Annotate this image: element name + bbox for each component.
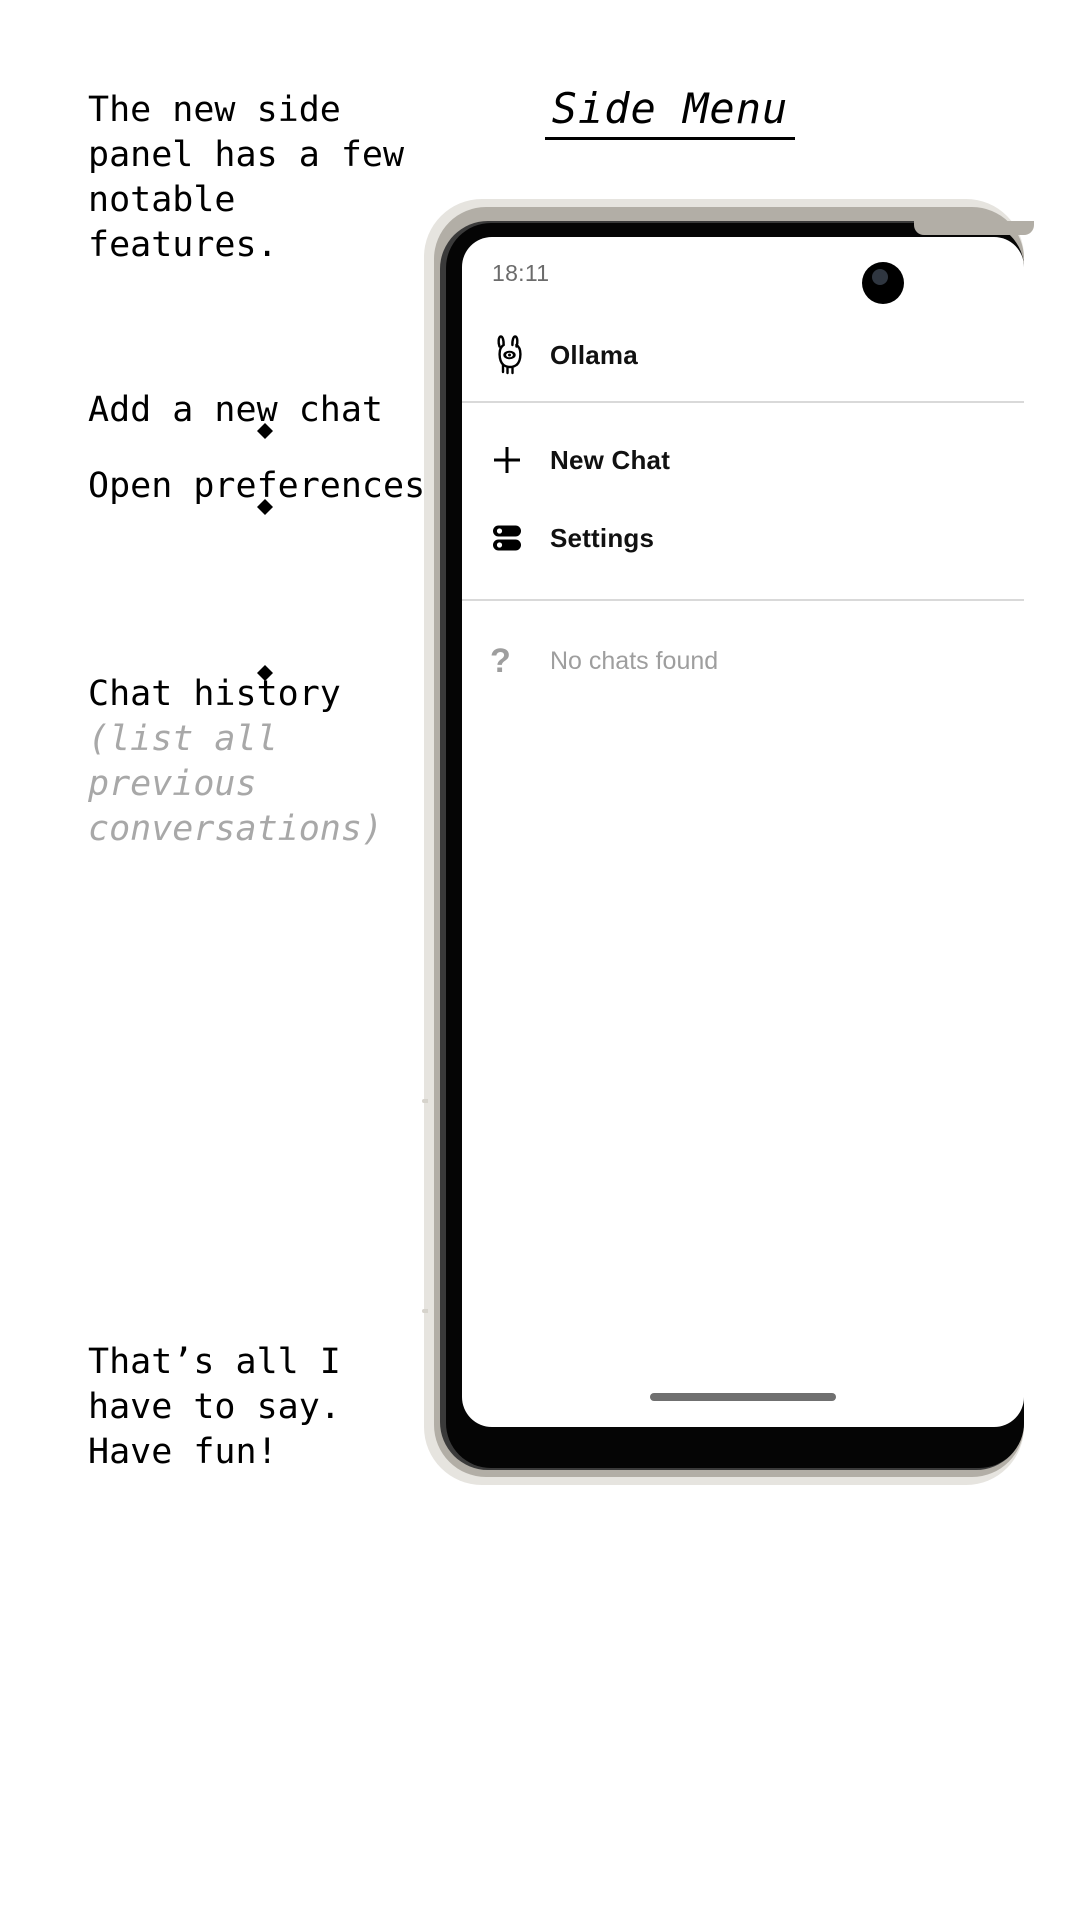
menu-item-new-chat-label: New Chat	[550, 444, 671, 475]
menu-item-settings-label: Settings	[550, 522, 655, 553]
page-title: Side Menu	[545, 84, 795, 140]
phone-screen: 18:11	[462, 237, 1024, 1427]
annotation-intro: The new side panel has a few notable fea…	[88, 90, 405, 265]
front-camera-icon	[862, 262, 904, 304]
app-title: Ollama	[550, 339, 638, 370]
chat-history-empty-row: ? No chats found	[462, 631, 1024, 691]
status-bar-time: 18:11	[492, 259, 550, 286]
annotation-chat-history-subtext: (list all previous conversations)	[88, 719, 384, 849]
annotation-chat-history: Chat history	[88, 674, 341, 714]
server-settings-icon	[490, 521, 542, 555]
plus-icon	[490, 443, 542, 477]
phone-side-button-volume[interactable]	[422, 1099, 428, 1103]
phone-mockup: 18:11	[422, 199, 1034, 1485]
app-header: Ollama	[462, 309, 1024, 403]
phone-side-button-power[interactable]	[422, 1309, 428, 1313]
chat-history-section: ? No chats found	[462, 601, 1024, 691]
chat-history-empty-label: No chats found	[550, 646, 719, 675]
status-bar: 18:11	[462, 237, 1024, 309]
phone-bezel-notch	[914, 221, 1034, 235]
annotation-open-preferences: Open preferences	[88, 466, 426, 506]
home-indicator[interactable]	[650, 1393, 836, 1401]
menu-section: New Chat Settings	[462, 403, 1024, 601]
menu-item-new-chat[interactable]: New Chat	[462, 421, 1024, 499]
question-mark-glyph: ?	[490, 642, 511, 680]
annotation-add-new-chat: Add a new chat	[88, 390, 384, 430]
menu-item-settings[interactable]: Settings	[462, 499, 1024, 577]
question-mark-icon: ?	[490, 644, 542, 678]
annotation-outro: That’s all I have to say. Have fun!	[88, 1342, 341, 1472]
llama-icon	[490, 334, 542, 376]
